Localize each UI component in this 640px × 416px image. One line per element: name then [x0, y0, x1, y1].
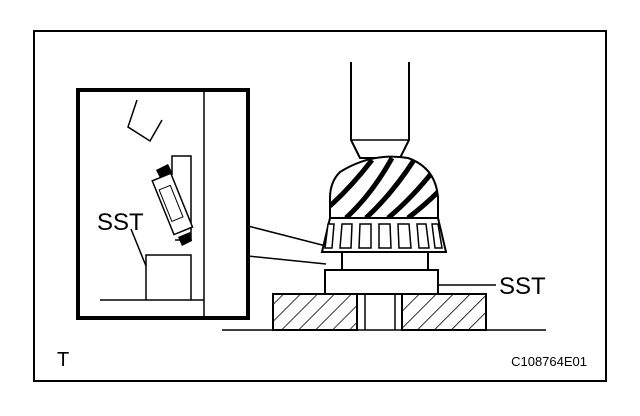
- corner-mark: T: [57, 349, 69, 371]
- support-block-right: [401, 293, 487, 331]
- support-block-left: [272, 293, 358, 331]
- bearing-inner-race: [341, 251, 429, 271]
- inset-connector-bottom: [247, 255, 327, 265]
- callout-left-leader: [130, 228, 147, 267]
- sst-plate: [324, 269, 439, 295]
- inset-detail: SST: [76, 88, 250, 320]
- callout-left-label: SST: [97, 209, 144, 236]
- helical-gear: [329, 155, 439, 219]
- main-assembly: SST: [222, 62, 546, 331]
- press-ram: [350, 62, 410, 159]
- callout-right-label: SST: [499, 273, 546, 300]
- inset-shaft: [127, 99, 163, 143]
- figure-code: C108764E01: [511, 354, 587, 369]
- inset-sst-block: [145, 254, 192, 300]
- inset-connector-top: [247, 225, 327, 247]
- outer-frame: [33, 30, 607, 382]
